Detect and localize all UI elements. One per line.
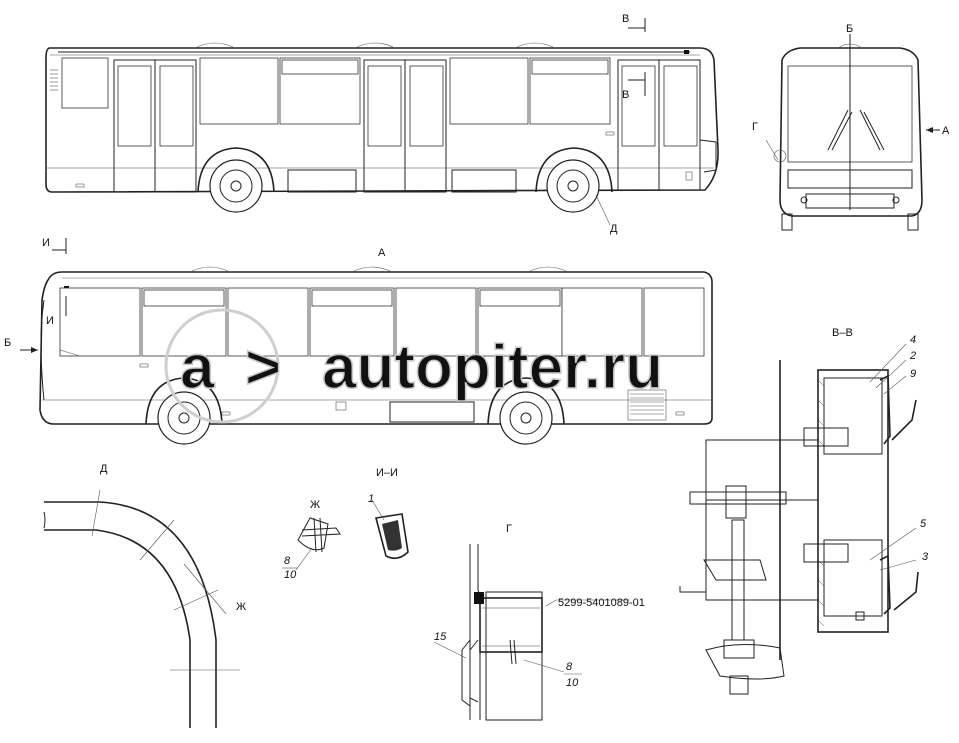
label-view-g-mark: Г [752, 121, 758, 133]
label-view-a-top: А [378, 247, 386, 259]
label-view-d-mark: Д [610, 223, 618, 235]
callout-4: 4 [910, 334, 916, 346]
callout-8a: 8 [284, 555, 291, 567]
label-view-b-top: Б [846, 23, 853, 35]
view-labels: В В Б А Г Д И А И Б В–В Д Ж Ж И–И Г 5299… [4, 13, 950, 613]
callout-10a: 10 [284, 569, 297, 581]
callout-15: 15 [434, 631, 447, 643]
callout-10b: 10 [566, 677, 579, 689]
svg-text:a: a [180, 333, 215, 402]
detail-d-drawing [43, 489, 240, 728]
bus-right-side-view [45, 18, 719, 226]
label-view-i-side: И [46, 315, 54, 327]
label-view-v-side: В [622, 89, 629, 101]
detail-zh-drawing [295, 517, 341, 571]
wheel-rear [209, 159, 263, 213]
detail-g-drawing [433, 544, 630, 721]
label-detail-d: Д [100, 463, 108, 475]
wheel-front [546, 159, 600, 213]
bus-front-view [765, 34, 940, 231]
callout-numbers: 1 2 3 4 5 8 8 9 10 10 15 [284, 334, 929, 689]
label-detail-zh-mark: Ж [236, 601, 246, 613]
label-section-vv: В–В [832, 327, 853, 339]
callout-1: 1 [368, 493, 374, 505]
callout-2: 2 [909, 350, 916, 362]
label-view-i-top: И [42, 237, 50, 249]
svg-text:>: > [245, 333, 281, 402]
label-detail-g: Г [506, 523, 512, 535]
label-section-ii: И–И [376, 467, 398, 479]
watermark-text: autopiter.ru [322, 333, 663, 402]
callout-5: 5 [920, 518, 927, 530]
label-view-b-left: Б [4, 337, 11, 349]
section-vv-drawing [679, 343, 919, 695]
callout-9: 9 [910, 368, 916, 380]
callout-3: 3 [922, 551, 929, 563]
wheel-left-rear [499, 391, 553, 445]
label-view-v-top: В [622, 13, 629, 25]
callout-8b: 8 [566, 661, 573, 673]
label-part-number: 5299-5401089-01 [558, 597, 645, 609]
bus-left-side-view [20, 238, 713, 445]
label-view-a-front: А [942, 125, 950, 137]
wheel-left-front [157, 391, 211, 445]
label-detail-zh-title: Ж [310, 499, 320, 511]
section-ii-drawing [371, 499, 409, 560]
watermark: a > autopiter.ru [164, 308, 664, 424]
